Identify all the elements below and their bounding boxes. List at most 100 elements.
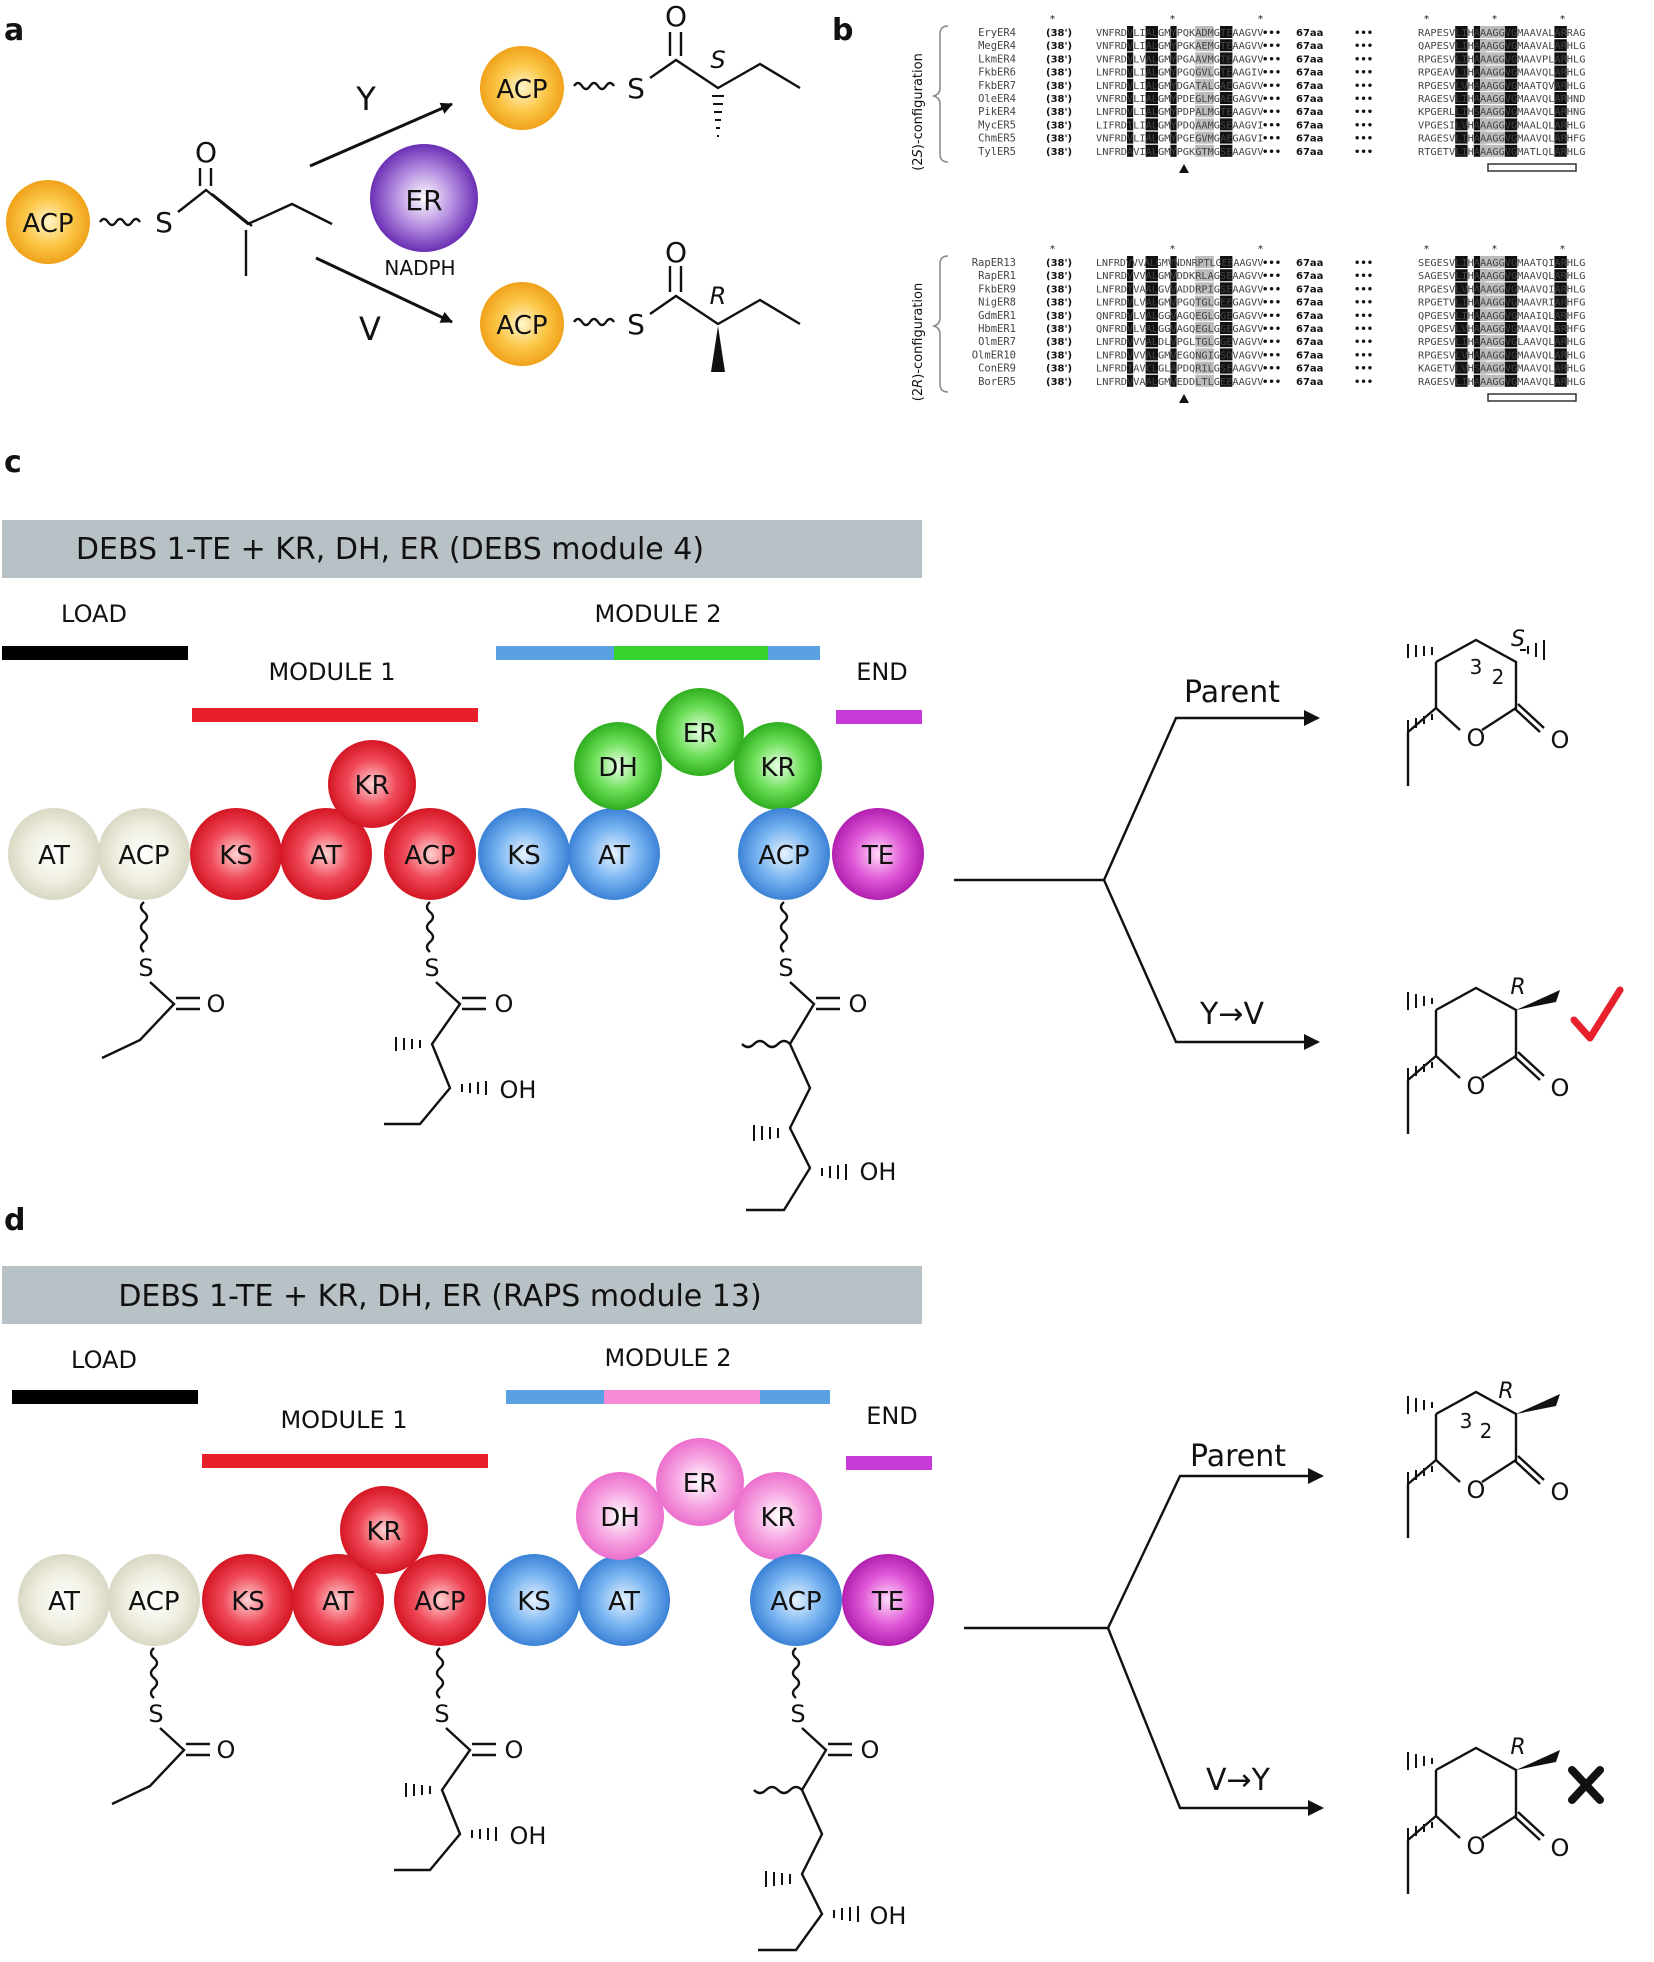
conserved-column-shade xyxy=(1220,348,1233,361)
gap-length: 67aa xyxy=(1296,377,1323,388)
gap-dots: ••• xyxy=(1262,147,1281,158)
similar-column-shade xyxy=(1195,65,1214,78)
lactone-product-parent xyxy=(1406,638,1545,786)
carbonyl-bond xyxy=(462,996,486,1011)
alignment-row: HbmER1(38')QNFRDVLVALGGVAGQEGLGGEGAGVV••… xyxy=(978,322,1585,335)
similar-column-shade xyxy=(1195,269,1214,282)
load-acp-label: ACP xyxy=(118,841,169,871)
m1-kr-domain xyxy=(328,740,416,828)
gap-dots: ••• xyxy=(1262,120,1281,131)
gap-dots: ••• xyxy=(1354,364,1373,375)
gap-length: 67aa xyxy=(1296,134,1323,145)
diketide-chain xyxy=(384,981,462,1126)
m2-acp-domain xyxy=(738,808,830,900)
ring-oxygen-label: O xyxy=(1467,1072,1486,1100)
gap-dots: ••• xyxy=(1262,81,1281,92)
end-bar xyxy=(846,1456,932,1470)
gap-dots: ••• xyxy=(1262,134,1281,145)
group-label-2s: (2S)-configuration xyxy=(911,53,926,171)
double-bond-line xyxy=(211,193,253,227)
sequence-segment-2: RAGESVLIHAAAGGVGMAAVQLARHND xyxy=(1418,94,1585,105)
conserved-column-shade xyxy=(1170,256,1177,268)
panel-d: d DEBS 1-TE + KR, DH, ER (RAPS module 13… xyxy=(2,1203,1604,1952)
conserved-column-shade xyxy=(1554,118,1567,131)
load-acp-label: ACP xyxy=(128,1587,179,1617)
oxygen-label: O xyxy=(217,1736,236,1764)
m1-at-domain xyxy=(280,808,372,900)
butyryl-chain xyxy=(649,58,801,90)
m2-at-label: AT xyxy=(608,1587,640,1617)
construct-title-bar xyxy=(2,520,922,578)
hashed-methyl-bond xyxy=(712,95,724,137)
position-label: (38') xyxy=(1046,271,1072,282)
similar-column-shade xyxy=(1480,256,1505,268)
hydroxyl-label: OH xyxy=(860,1158,897,1186)
conserved-column-shade xyxy=(1145,26,1158,38)
sequence-name: OlmER10 xyxy=(972,349,1016,361)
sequence-name: PikER4 xyxy=(978,106,1016,118)
acp-label-s-product: ACP xyxy=(496,75,547,105)
similar-column-shade xyxy=(1480,295,1505,308)
sulfur-label: S xyxy=(155,206,173,239)
module1-label: MODULE 1 xyxy=(268,658,395,686)
similar-column-shade xyxy=(1480,269,1505,282)
module2-reductive-loop-bar xyxy=(604,1390,760,1404)
conserved-column-shade xyxy=(1170,295,1177,308)
conserved-column-shade xyxy=(1455,374,1468,387)
carbonyl-bond xyxy=(828,1742,852,1757)
carbonyl-oxygen-label: O xyxy=(1551,1478,1570,1506)
conserved-column-shade xyxy=(1504,269,1518,282)
conserved-column-shade xyxy=(1220,105,1233,118)
conserved-column-shade xyxy=(1145,118,1158,131)
lower-branch-line xyxy=(1102,879,1318,1044)
m1-kr-label: KR xyxy=(366,1517,401,1547)
sequence-name: OlmER7 xyxy=(978,336,1016,348)
ring-oxygen-label: O xyxy=(1467,1832,1486,1860)
conserved-column-shade xyxy=(1127,308,1134,321)
position-label: (38') xyxy=(1046,54,1072,65)
sequence-name: HbmER1 xyxy=(978,323,1016,335)
similar-column-shade xyxy=(1195,78,1214,91)
m2-ks-domain xyxy=(478,808,570,900)
gap-dots: ••• xyxy=(1262,28,1281,39)
conserved-column-shade xyxy=(1127,322,1134,334)
conserved-column-shade xyxy=(1220,322,1233,334)
sequence-segment-1: QNFRDVLVALGGVAGQEGLGGEGAGVV xyxy=(1096,324,1263,335)
acp-domain-r-product xyxy=(480,282,564,366)
position-label: (38') xyxy=(1046,258,1072,269)
sulfur-label: S xyxy=(627,308,645,341)
conserved-column-shade xyxy=(1127,39,1134,52)
gap-dots: ••• xyxy=(1354,311,1373,322)
conserved-column-shade xyxy=(1127,52,1134,65)
gap-length: 67aa xyxy=(1296,81,1323,92)
conserved-column-shade xyxy=(1504,282,1518,295)
similar-column-shade xyxy=(1195,52,1214,65)
gap-dots: ••• xyxy=(1354,337,1373,348)
sequence-segment-1: LNFRDIAVCLGLAPDQRILGSEAAGVV xyxy=(1096,364,1263,375)
m2-er-label: ER xyxy=(683,719,718,749)
hashed-hydroxyl-bond xyxy=(471,1827,497,1841)
sequence-segment-1: LNFRDVVAALGMVEDDLTLGEEAAGVV xyxy=(1096,377,1263,388)
gap-dots: ••• xyxy=(1262,271,1281,282)
m2-ks-label: KS xyxy=(517,1587,551,1617)
position-label: (38') xyxy=(1046,284,1072,295)
conserved-column-shade xyxy=(1127,361,1134,374)
conserved-column-shade xyxy=(1220,144,1233,157)
panel-c: c DEBS 1-TE + KR, DH, ER (DEBS module 4)… xyxy=(2,445,1624,1212)
module2-label: MODULE 2 xyxy=(604,1344,731,1372)
load-at-domain xyxy=(18,1554,110,1646)
check-mark-icon xyxy=(1570,986,1624,1042)
oxygen-label: O xyxy=(207,990,226,1018)
conserved-column-shade xyxy=(1554,92,1567,104)
acp-label-r-product: ACP xyxy=(496,311,547,341)
gap-length: 67aa xyxy=(1296,147,1323,158)
butyryl-chain xyxy=(649,294,801,326)
lower-arrowhead xyxy=(1304,1034,1320,1050)
m1-kr-label: KR xyxy=(354,771,389,801)
position-label: (38') xyxy=(1046,377,1072,388)
alignment-row: NigER8(38')LNFRDVLVALGMVPGQTGLGEEGAGVV••… xyxy=(978,295,1585,309)
position-label: (38') xyxy=(1046,350,1072,361)
similar-column-shade xyxy=(1480,131,1505,144)
triketide-chain xyxy=(758,1727,828,1952)
conserved-column-shade xyxy=(1504,92,1518,104)
